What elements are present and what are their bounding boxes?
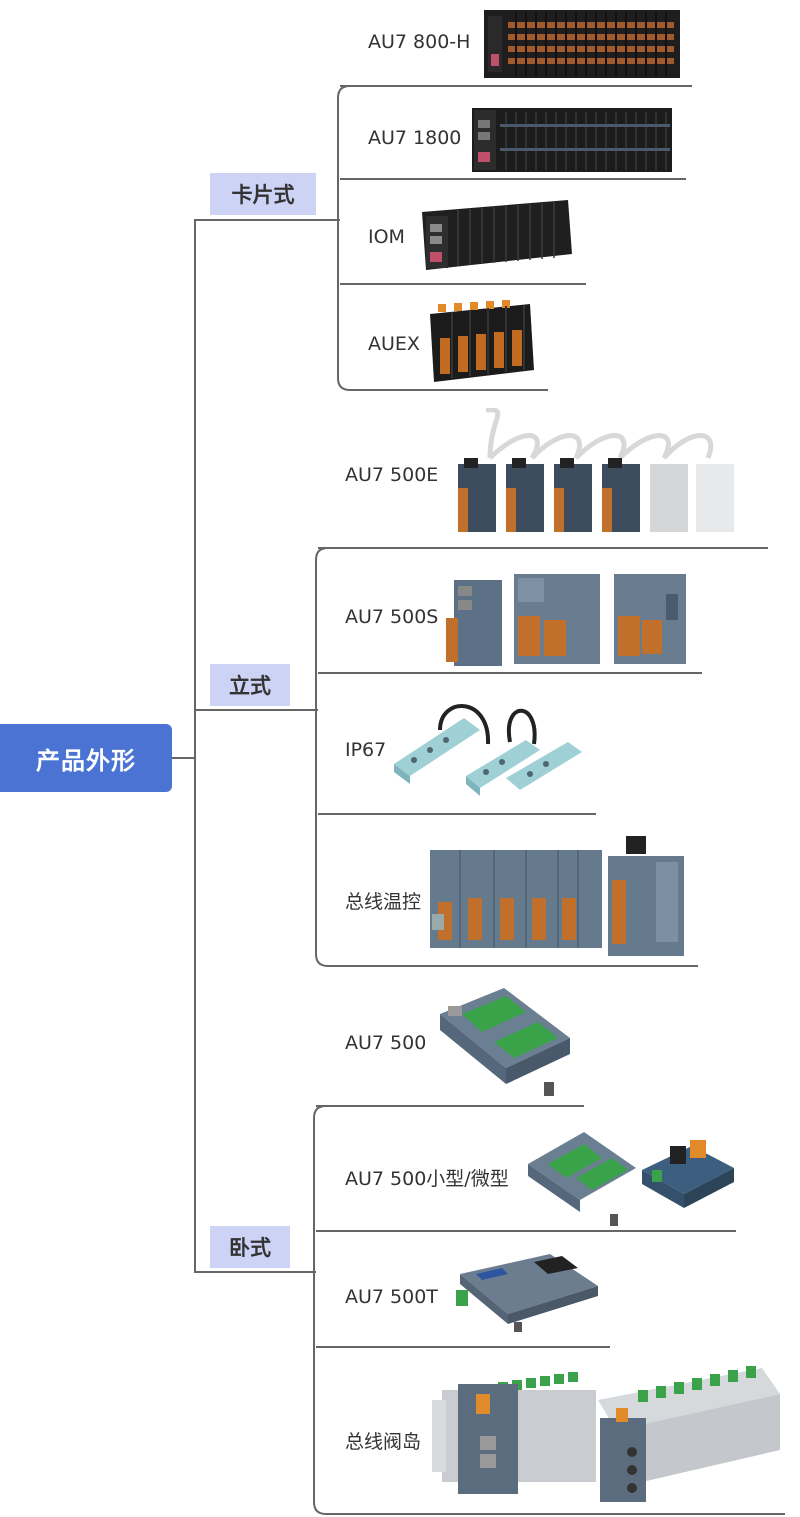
leaf-label-au7-800h: AU7 800-H [368,31,471,53]
leaf-label-bus-valve-island: 总线阀岛 [345,1431,422,1453]
product-image-au7-500s [446,574,686,666]
category-horizontal-type: 卧式 [210,1226,290,1268]
product-image-au7-500-small-micro [528,1132,734,1226]
product-image-auex [430,300,534,382]
category-upright-type: 立式 [210,664,290,706]
leaf-label-au7-500-small-micro: AU7 500小型/微型 [345,1168,509,1190]
leaf-label-auex: AUEX [368,333,420,355]
leaf-label-au7-500e: AU7 500E [345,464,439,486]
root-node: 产品外形 [0,724,172,792]
category-card-type: 卡片式 [210,173,316,215]
leaf-label-au7-500s: AU7 500S [345,606,439,628]
product-image-bus-valve-island [432,1366,780,1502]
leaf-label-bus-temperature-control: 总线温控 [345,891,422,913]
product-image-ip67 [394,704,582,796]
leaf-label-iom: IOM [368,226,405,248]
leaf-label-au7-500t: AU7 500T [345,1286,438,1308]
product-image-au7-500e [458,408,734,532]
leaf-label-au7-1800: AU7 1800 [368,127,462,149]
product-image-au7-500 [440,988,570,1096]
product-image-bus-temperature-control [430,836,684,956]
leaf-label-ip67: IP67 [345,739,387,761]
product-image-iom [422,200,572,270]
product-image-au7-1800 [472,108,672,172]
leaf-label-au7-500: AU7 500 [345,1032,427,1054]
product-image-au7-500t [456,1254,598,1332]
product-image-au7-800h [484,10,680,78]
